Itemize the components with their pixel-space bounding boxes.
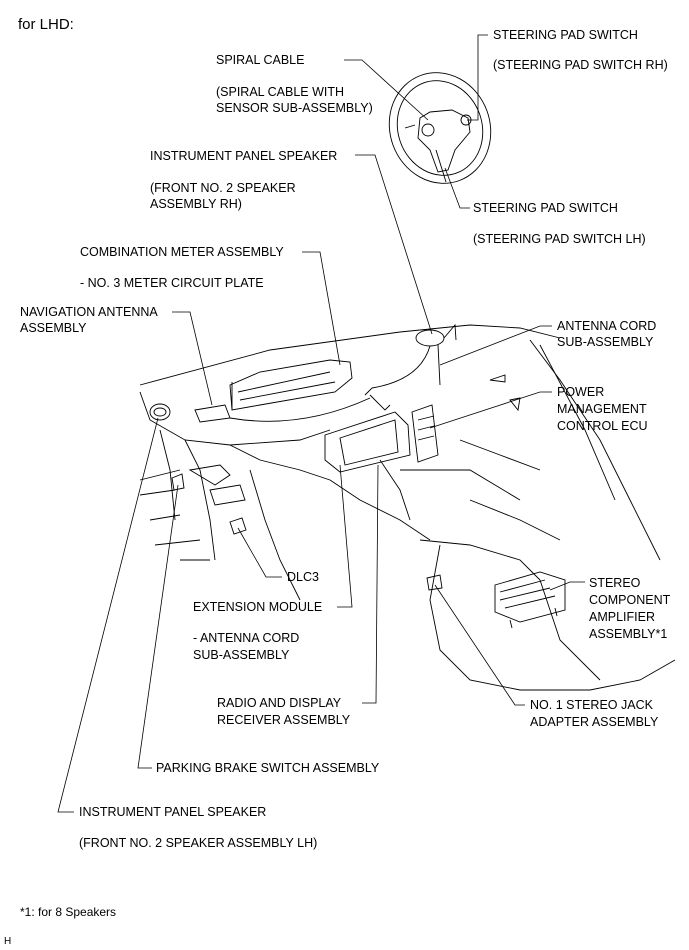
label-front-speaker-rh-2: ASSEMBLY RH) bbox=[150, 197, 242, 211]
label-antenna-cord-2: SUB-ASSEMBLY bbox=[557, 335, 654, 349]
label-steering-pad-switch-lh-title: STEERING PAD SWITCH bbox=[473, 201, 618, 215]
label-stereo-amplifier-4: ASSEMBLY*1 bbox=[589, 627, 668, 641]
label-navigation-antenna-1: NAVIGATION ANTENNA bbox=[20, 305, 158, 319]
label-ext-antenna-cord-2: SUB-ASSEMBLY bbox=[193, 648, 290, 662]
diagram-header: for LHD: bbox=[18, 16, 74, 33]
label-instrument-panel-speaker-lh-title: INSTRUMENT PANEL SPEAKER bbox=[79, 805, 267, 819]
speaker-lh-drawing bbox=[149, 403, 171, 421]
label-stereo-jack-2: ADAPTER ASSEMBLY bbox=[530, 715, 659, 729]
stereo-amplifier-drawing bbox=[494, 571, 566, 629]
label-stereo-jack-1: NO. 1 STEREO JACK bbox=[530, 698, 653, 712]
label-spiral-cable: SPIRAL CABLE bbox=[216, 53, 305, 67]
label-navigation-antenna-2: ASSEMBLY bbox=[20, 321, 87, 335]
footnote: *1: for 8 Speakers bbox=[20, 905, 117, 919]
label-extension-module: EXTENSION MODULE bbox=[193, 600, 323, 614]
label-front-speaker-rh-1: (FRONT NO. 2 SPEAKER bbox=[150, 181, 296, 195]
label-stereo-amplifier-3: AMPLIFIER bbox=[589, 610, 655, 624]
label-front-speaker-lh: (FRONT NO. 2 SPEAKER ASSEMBLY LH) bbox=[79, 836, 318, 850]
label-spiral-cable-sensor-2: SENSOR SUB-ASSEMBLY) bbox=[216, 101, 373, 115]
label-parking-brake: PARKING BRAKE SWITCH ASSEMBLY bbox=[156, 761, 380, 775]
parking-brake-drawing bbox=[171, 473, 185, 491]
label-power-management-2: MANAGEMENT bbox=[557, 402, 647, 416]
corner-mark: H bbox=[4, 936, 12, 947]
label-meter-circuit-plate: - NO. 3 METER CIRCUIT PLATE bbox=[80, 276, 264, 290]
navigation-antenna-drawing bbox=[194, 397, 371, 423]
label-power-management-3: CONTROL ECU bbox=[557, 419, 648, 433]
label-antenna-cord-1: ANTENNA CORD bbox=[557, 319, 657, 333]
label-steering-pad-switch-lh: (STEERING PAD SWITCH LH) bbox=[473, 232, 646, 246]
speaker-rh-drawing bbox=[364, 323, 457, 396]
label-ext-antenna-cord-1: - ANTENNA CORD bbox=[193, 631, 300, 645]
label-instrument-panel-speaker-rh-title: INSTRUMENT PANEL SPEAKER bbox=[150, 149, 338, 163]
label-steering-pad-switch-rh-title: STEERING PAD SWITCH bbox=[493, 28, 638, 42]
dashboard-outline bbox=[139, 324, 676, 691]
power-management-ecu-drawing bbox=[411, 404, 439, 463]
label-radio-display-1: RADIO AND DISPLAY bbox=[217, 696, 342, 710]
label-radio-display-2: RECEIVER ASSEMBLY bbox=[217, 713, 351, 727]
leader-lines bbox=[57, 34, 585, 813]
radio-receiver-drawing bbox=[324, 394, 411, 473]
label-combination-meter: COMBINATION METER ASSEMBLY bbox=[80, 245, 284, 259]
steering-wheel-drawing bbox=[388, 72, 492, 184]
label-power-management-1: POWER bbox=[557, 385, 605, 399]
dlc3-drawing bbox=[229, 517, 247, 535]
label-spiral-cable-sensor-1: (SPIRAL CABLE WITH bbox=[216, 85, 345, 99]
stereo-jack-drawing bbox=[426, 574, 443, 591]
label-steering-pad-switch-rh: (STEERING PAD SWITCH RH) bbox=[493, 58, 668, 72]
label-stereo-amplifier-2: COMPONENT bbox=[589, 593, 671, 607]
label-dlc3: DLC3 bbox=[287, 570, 319, 584]
combination-meter-drawing bbox=[229, 359, 353, 411]
label-stereo-amplifier-1: STEREO bbox=[589, 576, 641, 590]
